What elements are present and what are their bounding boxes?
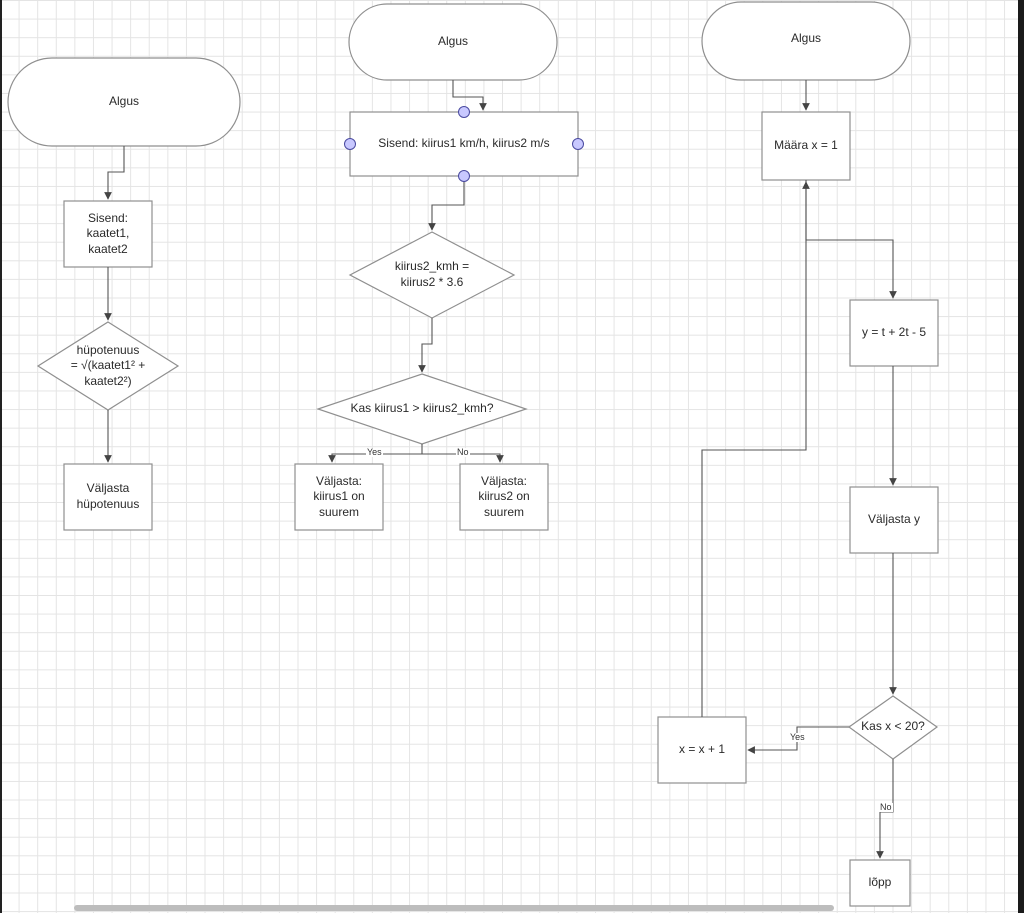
fc3-end-label: lõpp xyxy=(868,875,892,890)
fc1-connector-start-input xyxy=(104,146,125,200)
fc1-output-box[interactable] xyxy=(63,463,153,531)
fc3-connector-loop-back xyxy=(701,181,810,717)
fc2-connector-start-input xyxy=(452,80,487,111)
fc2-output-yes-box[interactable] xyxy=(294,463,384,531)
fc3-decision-label: Kas x < 20? xyxy=(861,719,925,734)
fc3-yes-edge-label: Yes xyxy=(789,732,806,742)
fc2-output-no-box[interactable] xyxy=(459,463,549,531)
fc3-connector-init-compute xyxy=(805,180,897,299)
fc2-connector-no xyxy=(422,453,504,463)
fc3-compute-box[interactable] xyxy=(849,299,939,367)
fc2-start-label: Algus xyxy=(437,34,469,49)
horizontal-scrollbar[interactable] xyxy=(74,905,834,911)
fc2-decision-label: Kas kiirus1 > kiirus2_kmh? xyxy=(350,401,494,416)
fc1-input-label: Sisend: kaatet1, kaatet2 xyxy=(86,210,130,256)
fc3-start-label: Algus xyxy=(790,31,822,46)
fc3-connector-no xyxy=(876,759,894,859)
fc3-end-box[interactable] xyxy=(849,859,911,907)
fc1-start-label: Algus xyxy=(108,94,140,109)
fc1-compute-label: hüpotenuus = √(kaatet1² + kaatet2²) xyxy=(70,342,146,388)
window-right-edge xyxy=(1018,0,1024,913)
fc3-no-edge-label: No xyxy=(879,802,893,812)
fc2-input-top-handle[interactable] xyxy=(458,106,470,118)
fc2-no-edge-label: No xyxy=(456,447,470,457)
fc2-input-bottom-handle[interactable] xyxy=(458,170,470,182)
fc2-output-no-label: Väljasta: kiirus2 on suurem xyxy=(478,473,530,519)
fc2-yes-edge-label: Yes xyxy=(366,447,383,457)
fc3-compute-label: y = t + 2t - 5 xyxy=(861,325,927,340)
fc2-output-yes-label: Väljasta: kiirus1 on suurem xyxy=(313,473,365,519)
fc2-convert-label: kiirus2_kmh = kiirus2 * 3.6 xyxy=(394,259,470,289)
window-left-edge xyxy=(0,0,2,913)
fc2-connector-convert-decision xyxy=(418,318,433,373)
fc3-increment-label: x = x + 1 xyxy=(678,742,726,757)
fc2-input-left-handle[interactable] xyxy=(344,138,356,150)
fc3-output-box[interactable] xyxy=(849,486,939,554)
fc3-init-box[interactable] xyxy=(761,111,851,181)
fc3-increment-box[interactable] xyxy=(657,716,747,784)
fc2-input-right-handle[interactable] xyxy=(572,138,584,150)
fc2-input-label: Sisend: kiirus1 km/h, kiirus2 m/s xyxy=(378,136,550,151)
fc3-init-label: Määra x = 1 xyxy=(774,138,838,153)
fc2-connector-input-convert xyxy=(428,176,465,231)
fc1-output-label: Väljasta hüpotenuus xyxy=(76,481,140,511)
fc1-input-box[interactable] xyxy=(63,200,153,268)
fc3-output-label: Väljasta y xyxy=(867,512,921,527)
